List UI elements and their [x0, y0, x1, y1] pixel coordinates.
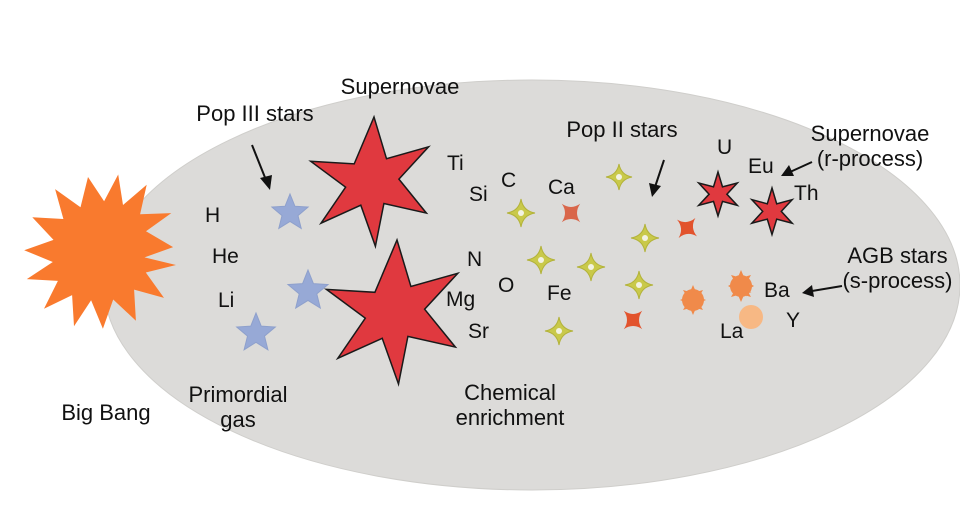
element-label: Li: [218, 289, 235, 312]
element-label: La: [720, 320, 744, 343]
pop2-cross-icon: [561, 203, 581, 223]
big-bang-burst-icon: [24, 174, 177, 329]
arrow: [649, 159, 665, 197]
supernovae-r-line1: Supernovae: [810, 121, 930, 146]
chemical-enrichment-line1: Chemical: [464, 380, 556, 405]
element-label: Mg: [446, 288, 476, 311]
arrow: [251, 144, 272, 190]
primordial-gas-line1: Primordial: [188, 382, 288, 407]
pop2-star-icon: [526, 245, 556, 275]
supernova-star-icon: [323, 237, 461, 387]
pop2-star-icon: [544, 316, 574, 346]
chemical-enrichment-caption: Chemical enrichment: [440, 380, 580, 431]
supernovae-caption: Supernovae: [340, 74, 460, 99]
agb-line2: (s-process): [842, 268, 953, 294]
chemical-enrichment-line2: enrichment: [455, 405, 565, 431]
element-label: Th: [794, 182, 819, 205]
primordial-gas-caption: Primordial gas: [183, 382, 293, 433]
element-label: Ca: [548, 176, 575, 199]
pop3-star-icon: [286, 268, 330, 310]
agb-star-rays-icon: [680, 270, 754, 315]
element-label: O: [498, 274, 515, 297]
agb-star-light-icon: [739, 305, 763, 329]
element-label: U: [717, 136, 733, 159]
element-label: N: [467, 248, 483, 271]
supernova-star-icon: [749, 185, 795, 238]
element-label: Eu: [748, 155, 774, 178]
supernova-star-icon: [308, 114, 431, 250]
element-label: He: [212, 245, 239, 268]
pop2-star-icon: [630, 223, 660, 253]
element-label: C: [501, 169, 517, 192]
supernovae-r-process-caption: Supernovae (r-process): [795, 121, 945, 172]
agb-line1: AGB stars: [847, 243, 948, 268]
pop3-stars-caption: Pop III stars: [196, 101, 314, 126]
element-label: Ba: [764, 279, 790, 302]
pop2-star-icon: [576, 252, 606, 282]
arrow: [781, 161, 813, 176]
element-label: Si: [469, 183, 488, 206]
pop2-star-icon: [624, 270, 654, 300]
pop3-star-icon: [235, 311, 277, 351]
element-label: Fe: [547, 282, 572, 305]
pop2-cross-icon: [677, 218, 697, 238]
element-label: Ti: [447, 152, 464, 175]
arrow: [802, 285, 843, 297]
supernovae-r-line2: (r-process): [816, 146, 924, 172]
big-bang-caption: Big Bang: [61, 400, 151, 425]
pop2-stars-caption: Pop II stars: [566, 117, 678, 142]
pop2-star-icon: [506, 198, 536, 228]
element-label: Y: [786, 309, 801, 332]
pop2-star-icon: [605, 163, 633, 191]
element-label: H: [205, 204, 221, 227]
agb-stars-caption: AGB stars (s-process): [835, 243, 960, 294]
supernova-star-icon: [696, 169, 740, 219]
pop3-star-icon: [270, 192, 310, 230]
element-label: Sr: [468, 320, 489, 343]
primordial-gas-line2: gas: [220, 407, 256, 433]
